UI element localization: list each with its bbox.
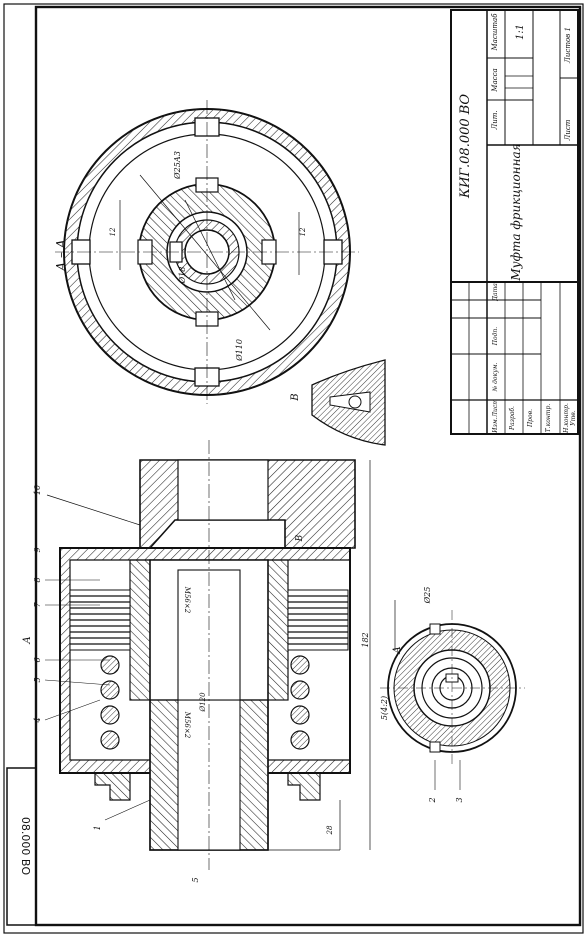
callout-7: 7 <box>33 602 42 608</box>
dim-d120: Ø120 <box>199 692 207 713</box>
sheets-label: Листов 1 <box>564 27 572 64</box>
dim-len28: 28 <box>326 825 334 835</box>
callout-9: 9 <box>33 547 42 552</box>
end-view: Ø25 2 3 <box>380 587 525 804</box>
role-4: Н.контр. <box>563 403 570 434</box>
dim-pos5: 5 <box>191 877 200 882</box>
side-code-box: 08.000 ВО <box>6 767 37 926</box>
disc-stack-left <box>69 589 131 651</box>
drawing-title: Муфта фрикционная <box>509 143 523 281</box>
dim-len182: 182 <box>361 632 370 647</box>
outer-frame <box>3 3 584 934</box>
col-sign: Подп. <box>492 327 499 347</box>
dim-len5: 5(4:2) <box>380 696 389 720</box>
col-doc: № докум. <box>492 362 499 392</box>
callout-1: 1 <box>93 825 102 830</box>
main-section: 182 5(4:2) 28 Ø120 М56×2 М56×2 5 А А В 1… <box>22 440 403 883</box>
dim-m56-bottom: М56×2 <box>183 711 191 739</box>
dim-w12-left: 12 <box>109 227 117 236</box>
sheet-label: Лист <box>564 119 572 141</box>
side-code-text: 08.000 ВО <box>19 817 32 876</box>
dim-d25: Ø25 <box>423 587 432 605</box>
callout-3: 3 <box>455 797 464 802</box>
dim-d18: Ø18 <box>178 267 187 285</box>
dim-d25a: Ø25А3 <box>173 151 182 180</box>
role-5: Утв. <box>570 410 577 426</box>
callout-2: 2 <box>428 797 437 803</box>
role-2: Т.контр. <box>545 404 552 433</box>
title-block: КИГ.08.000 ВО Муфта фрикционная Лит. Мас… <box>450 9 579 435</box>
section-a-a: А – А 12 12 Ø25А3 Ø18 Ø110 <box>54 100 359 404</box>
dim-m56-top: М56×2 <box>183 586 191 614</box>
dim-d110: Ø110 <box>235 339 244 362</box>
spring-coils <box>100 655 310 750</box>
callout-8: 8 <box>33 577 42 582</box>
callout-6: 6 <box>33 657 42 662</box>
callout-4: 4 <box>33 717 42 723</box>
view-b-label: В <box>290 393 301 401</box>
role-1: Пров. <box>527 409 534 428</box>
section-mark-a-right: А <box>392 646 403 655</box>
col-list: Лист <box>492 399 499 418</box>
section-mark-a-left: А <box>22 636 33 645</box>
view-b: В <box>290 359 386 446</box>
scale-value: 1:1 <box>515 24 526 40</box>
inner-frame <box>34 5 582 927</box>
header-lit: Лит. <box>491 110 499 130</box>
callout-10: 10 <box>33 485 42 495</box>
role-0: Разраб. <box>509 406 516 431</box>
section-mark-b: В <box>295 534 305 542</box>
disc-stack-right <box>287 589 349 651</box>
header-mass: Масса <box>491 68 499 92</box>
col-izm: Изм. <box>492 417 499 433</box>
dim-w12-right: 12 <box>299 227 307 236</box>
col-date: Дата <box>492 283 499 302</box>
header-scale: Масштаб <box>491 13 499 52</box>
drawing-code: КИГ.08.000 ВО <box>458 94 473 199</box>
callout-5: 5 <box>33 677 42 682</box>
